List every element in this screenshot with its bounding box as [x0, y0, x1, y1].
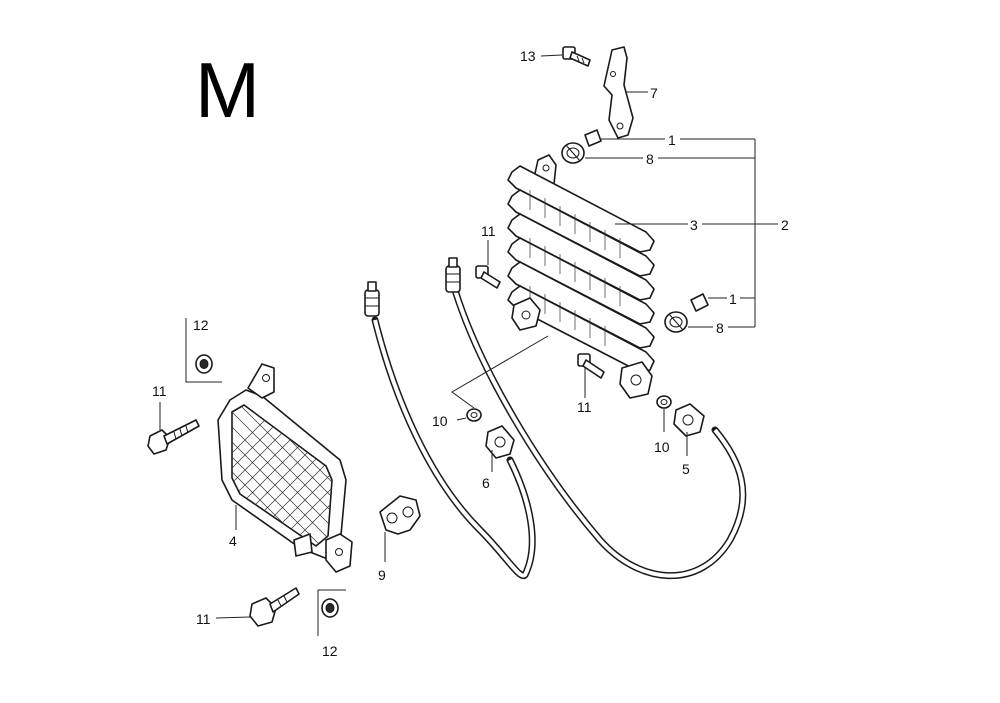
- leader-13: [540, 54, 563, 57]
- callout-13: 13: [520, 48, 536, 64]
- callout-8-top: 8: [646, 151, 654, 167]
- bolt-11-left: [147, 419, 200, 455]
- callout-6: 6: [482, 475, 490, 491]
- callout-5: 5: [682, 461, 690, 477]
- callout-11-right: 11: [577, 399, 592, 415]
- callout-1-bottom: 1: [729, 291, 737, 307]
- leader-12-top: [185, 318, 222, 383]
- callout-10-right: 10: [654, 439, 670, 455]
- callout-9: 9: [378, 567, 386, 583]
- hose-clamp-9: [379, 495, 421, 535]
- cap-nut-8-bottom: [664, 311, 688, 333]
- callout-4: 4: [229, 533, 237, 549]
- bracket-7: [603, 46, 634, 139]
- callout-10-left: 10: [432, 413, 448, 429]
- washer-12-bottom: [321, 598, 339, 618]
- washer-10-left: [466, 408, 482, 422]
- callout-12-top: 12: [193, 317, 209, 333]
- callout-3: 3: [690, 217, 698, 233]
- cooler-guard-4: [217, 363, 353, 573]
- section-letter: M: [195, 46, 260, 134]
- callout-1-top: 1: [668, 132, 676, 148]
- plug-1-bottom: [690, 293, 709, 312]
- plug-1-top: [584, 129, 602, 147]
- washer-12-top: [195, 354, 213, 374]
- callout-7: 7: [650, 85, 658, 101]
- leader-12-bottom: [317, 589, 346, 636]
- washer-10-right: [656, 395, 672, 409]
- callout-11-center: 11: [481, 223, 496, 239]
- callout-11-bottom: 11: [196, 611, 211, 627]
- bolt-13: [562, 46, 591, 67]
- leader-10-left: [456, 417, 467, 421]
- callout-12-bottom: 12: [322, 643, 338, 659]
- callout-11-left: 11: [152, 383, 167, 399]
- cap-nut-8-top: [561, 142, 585, 164]
- callout-2: 2: [781, 217, 789, 233]
- bolt-11-bottom: [249, 587, 300, 627]
- leader-11-bottom: [215, 616, 251, 619]
- assembly-line-left: [451, 335, 549, 409]
- bolt-11-center: [475, 265, 501, 289]
- callout-8-bottom: 8: [716, 320, 724, 336]
- oil-cooler-3: [507, 154, 655, 399]
- oil-hose-6: [364, 281, 536, 580]
- bolt-11-right: [577, 353, 605, 379]
- oil-hose-5: [445, 257, 747, 580]
